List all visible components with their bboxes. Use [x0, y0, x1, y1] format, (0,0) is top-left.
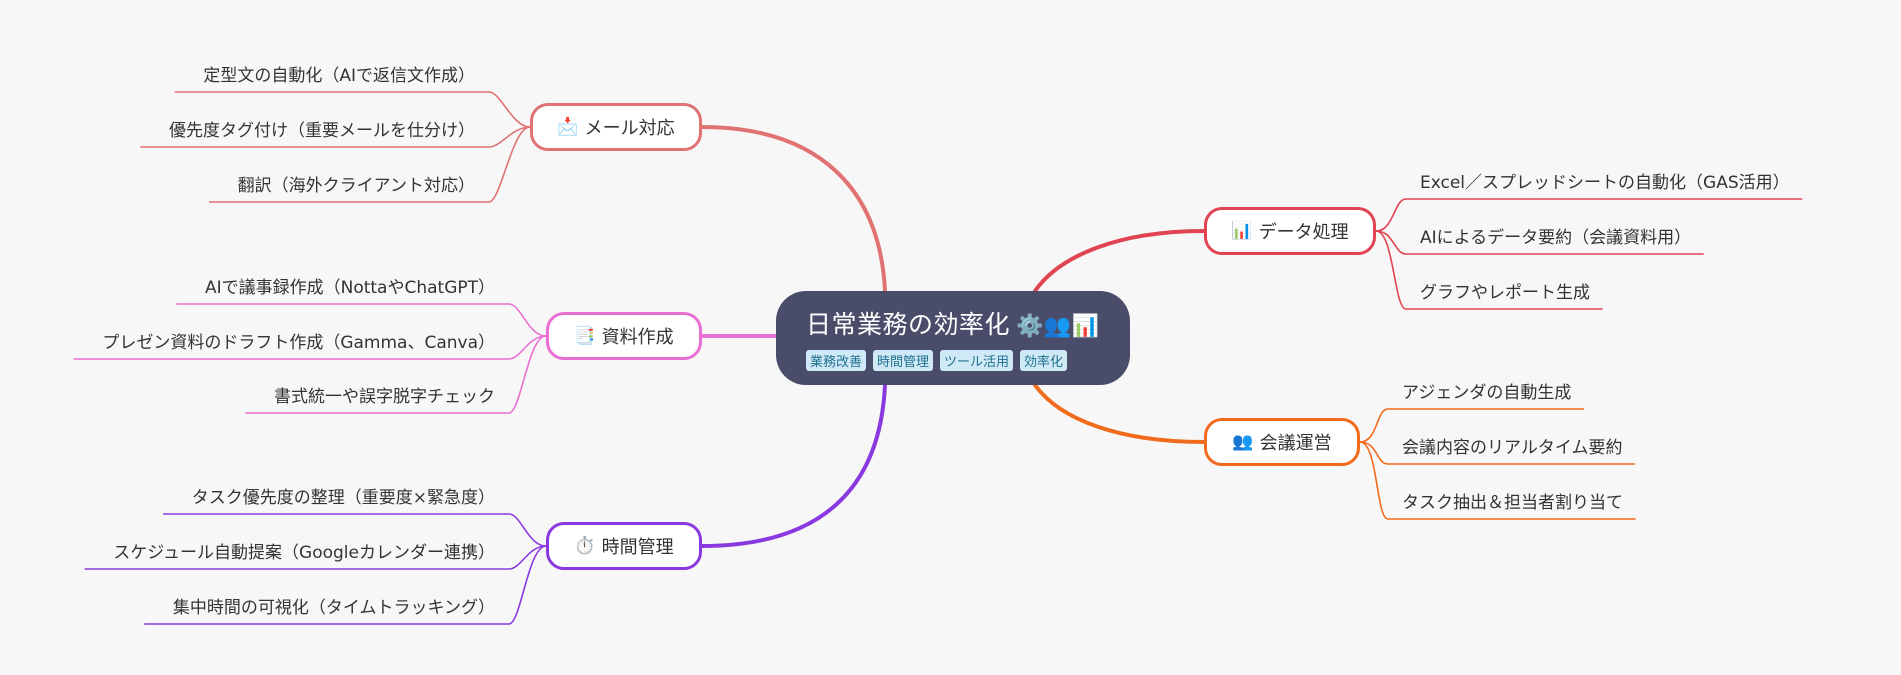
bookmark-tabs-icon: 📑 — [574, 326, 596, 346]
leaf-connector — [144, 545, 547, 625]
leaf-connector — [1359, 408, 1585, 443]
leaf-connector — [1359, 441, 1636, 465]
tag[interactable]: 業務改善 — [806, 350, 867, 371]
leaf-topic[interactable]: 会議内容のリアルタイム要約 — [1402, 438, 1623, 458]
branch-label: 会議運営 — [1259, 433, 1332, 454]
leaf-topic[interactable]: 書式統一や誤字脱字チェック — [274, 387, 495, 407]
leaf-connector — [140, 126, 531, 148]
leaf-connector — [73, 335, 547, 360]
people-icon: 👥 — [1232, 432, 1254, 452]
branch-label: メール対応 — [584, 118, 675, 139]
branch-label: 資料作成 — [601, 327, 674, 348]
leaf-topic[interactable]: 翻訳（海外クライアント対応） — [237, 176, 475, 196]
leaf-connector — [1359, 441, 1636, 520]
leaf-topic[interactable]: AIによるデータ要約（会議資料用） — [1420, 228, 1692, 248]
central-emoji-icons: ⚙️👥📊 — [1016, 314, 1100, 339]
leaf-topic[interactable]: グラフやレポート生成 — [1420, 283, 1590, 303]
branch-connector — [700, 383, 887, 548]
branch-connector — [1033, 229, 1206, 293]
leaf-topic[interactable]: AIで議事録作成（NottaやChatGPT） — [204, 278, 495, 298]
branch-node-data[interactable]: 📊 データ処理 — [1204, 207, 1376, 255]
stopwatch-icon: ⏱️ — [574, 536, 596, 556]
leaf-connector — [1375, 198, 1803, 232]
branch-label: 時間管理 — [601, 537, 674, 558]
leaf-topic[interactable]: タスク優先度の整理（重要度×緊急度） — [191, 488, 495, 508]
branch-node-docs[interactable]: 📑 資料作成 — [546, 312, 702, 360]
leaf-topic[interactable]: プレゼン資料のドラフト作成（Gamma、Canva） — [102, 333, 495, 353]
leaf-connector — [1375, 230, 1603, 310]
branch-node-mail[interactable]: 📩 メール対応 — [530, 103, 702, 151]
branch-label: データ処理 — [1258, 222, 1349, 243]
tag[interactable]: ツール活用 — [940, 350, 1014, 371]
leaf-connector — [174, 91, 531, 128]
central-title-row: 日常業務の効率化⚙️👥📊 — [806, 305, 1100, 341]
leaf-connector — [1375, 230, 1704, 255]
leaf-topic[interactable]: 集中時間の可視化（タイムトラッキング） — [172, 598, 495, 618]
leaf-topic[interactable]: 定型文の自動化（AIで返信文作成） — [203, 66, 475, 86]
branch-connector — [700, 125, 887, 293]
leaf-connector — [245, 335, 547, 414]
leaf-connector — [208, 126, 531, 203]
branch-connector — [1033, 383, 1206, 444]
central-topic[interactable]: 日常業務の効率化⚙️👥📊 業務改善 時間管理 ツール活用 効率化 — [776, 291, 1130, 385]
branch-node-time[interactable]: ⏱️ 時間管理 — [546, 522, 702, 570]
leaf-connector — [162, 513, 547, 547]
inbox-tray-icon: 📩 — [557, 117, 579, 137]
leaf-topic[interactable]: 優先度タグ付け（重要メールを仕分け） — [169, 121, 475, 141]
branch-node-meeting[interactable]: 👥 会議運営 — [1204, 418, 1360, 466]
leaf-topic[interactable]: Excel／スプレッドシートの自動化（GAS活用） — [1420, 173, 1790, 193]
tag[interactable]: 時間管理 — [873, 350, 934, 371]
leaf-topic[interactable]: スケジュール自動提案（Googleカレンダー連携） — [113, 543, 495, 563]
leaf-topic[interactable]: アジェンダの自動生成 — [1402, 383, 1572, 403]
central-title: 日常業務の効率化 — [806, 310, 1011, 339]
leaf-topic[interactable]: タスク抽出＆担当者割り当て — [1402, 493, 1623, 513]
bar-chart-icon: 📊 — [1231, 221, 1253, 241]
central-tags: 業務改善 時間管理 ツール活用 効率化 — [806, 350, 1100, 371]
leaf-connector — [176, 303, 547, 337]
tag[interactable]: 効率化 — [1020, 350, 1068, 371]
leaf-connector — [84, 545, 547, 570]
